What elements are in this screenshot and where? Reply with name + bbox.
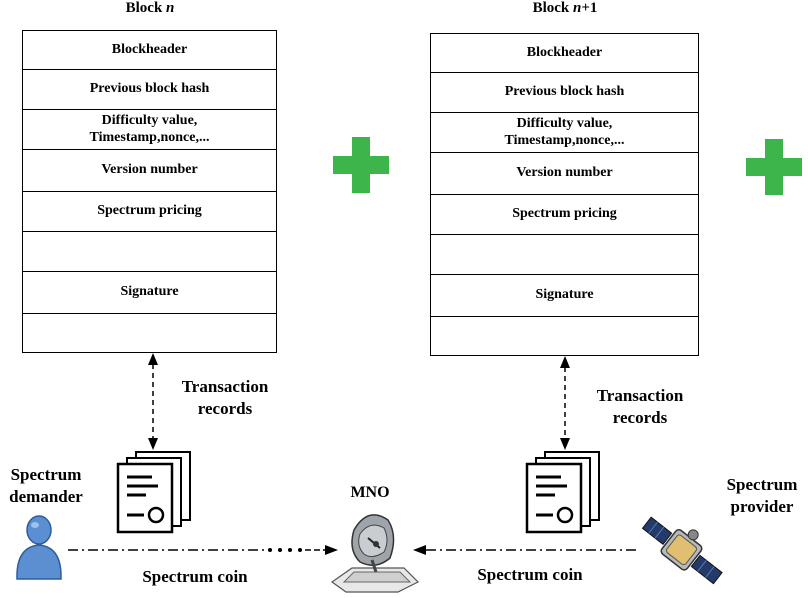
block-row-label: Spectrum pricing — [97, 203, 202, 219]
block-row — [23, 313, 276, 352]
block-row: Difficulty value, Timestamp,nonce,... — [23, 109, 276, 149]
block-row-label: Blockheader — [526, 44, 603, 60]
block-row: Blockheader — [23, 31, 276, 69]
coin-arrow-right — [413, 545, 640, 555]
transaction-records-left: Transaction records — [181, 377, 269, 419]
block-n1-title-suffix: +1 — [581, 0, 598, 16]
block-row: Difficulty value, Timestamp,nonce,... — [431, 112, 698, 152]
block-n-title-var: n — [166, 0, 175, 16]
vertical-arrow-right — [560, 356, 570, 450]
user-icon — [16, 515, 62, 580]
transaction-records-right: Transaction records — [596, 386, 684, 428]
block-row: Spectrum pricing — [23, 191, 276, 231]
block-row: Version number — [23, 149, 276, 191]
block-row — [431, 316, 698, 355]
block-row — [23, 231, 276, 271]
block-n1-title-var: n — [573, 0, 582, 16]
block-row-label: Spectrum pricing — [512, 206, 617, 222]
block-row-label: Signature — [120, 284, 179, 300]
block-n: Blockheader Previous block hash Difficul… — [22, 30, 277, 353]
mno-label: MNO — [350, 484, 390, 501]
block-row: Previous block hash — [431, 72, 698, 112]
spectrum-demander-label: Spectrum demander — [9, 465, 83, 507]
block-n1-title: Block n+1 — [515, 0, 615, 17]
block-row-label: Difficulty value, Timestamp,nonce,... — [89, 113, 210, 145]
vertical-arrow-left — [148, 353, 158, 450]
block-row: Blockheader — [431, 34, 698, 72]
block-n1-title-prefix: Block — [532, 0, 574, 16]
block-row-label: Difficulty value, Timestamp,nonce,... — [504, 116, 625, 148]
block-n-title-prefix: Block — [125, 0, 167, 16]
block-row: Signature — [431, 274, 698, 316]
spectrum-provider-label: Spectrum provider — [726, 475, 798, 517]
block-row-label: Version number — [101, 162, 198, 178]
green-plus-icon — [746, 139, 802, 195]
block-row-label: Signature — [535, 287, 594, 303]
coin-arrow-left — [68, 545, 338, 555]
block-row: Version number — [431, 152, 698, 194]
block-row-label: Previous block hash — [504, 84, 625, 100]
block-row: Spectrum pricing — [431, 194, 698, 234]
document-stack-icon — [525, 451, 600, 534]
document-stack-icon — [116, 451, 191, 534]
block-row — [431, 234, 698, 274]
green-plus-icon — [333, 137, 389, 193]
block-n-title: Block n — [100, 0, 200, 17]
spectrum-coin-left: Spectrum coin — [142, 567, 248, 586]
block-row-label: Blockheader — [111, 41, 188, 57]
block-row: Previous block hash — [23, 69, 276, 109]
satellite-dish-icon — [330, 514, 420, 593]
block-row-label: Version number — [516, 165, 613, 181]
block-row-label: Previous block hash — [89, 81, 210, 97]
spectrum-coin-right: Spectrum coin — [477, 565, 583, 584]
block-row: Signature — [23, 271, 276, 313]
block-n1: Blockheader Previous block hash Difficul… — [430, 33, 699, 356]
satellite-icon — [641, 516, 723, 585]
